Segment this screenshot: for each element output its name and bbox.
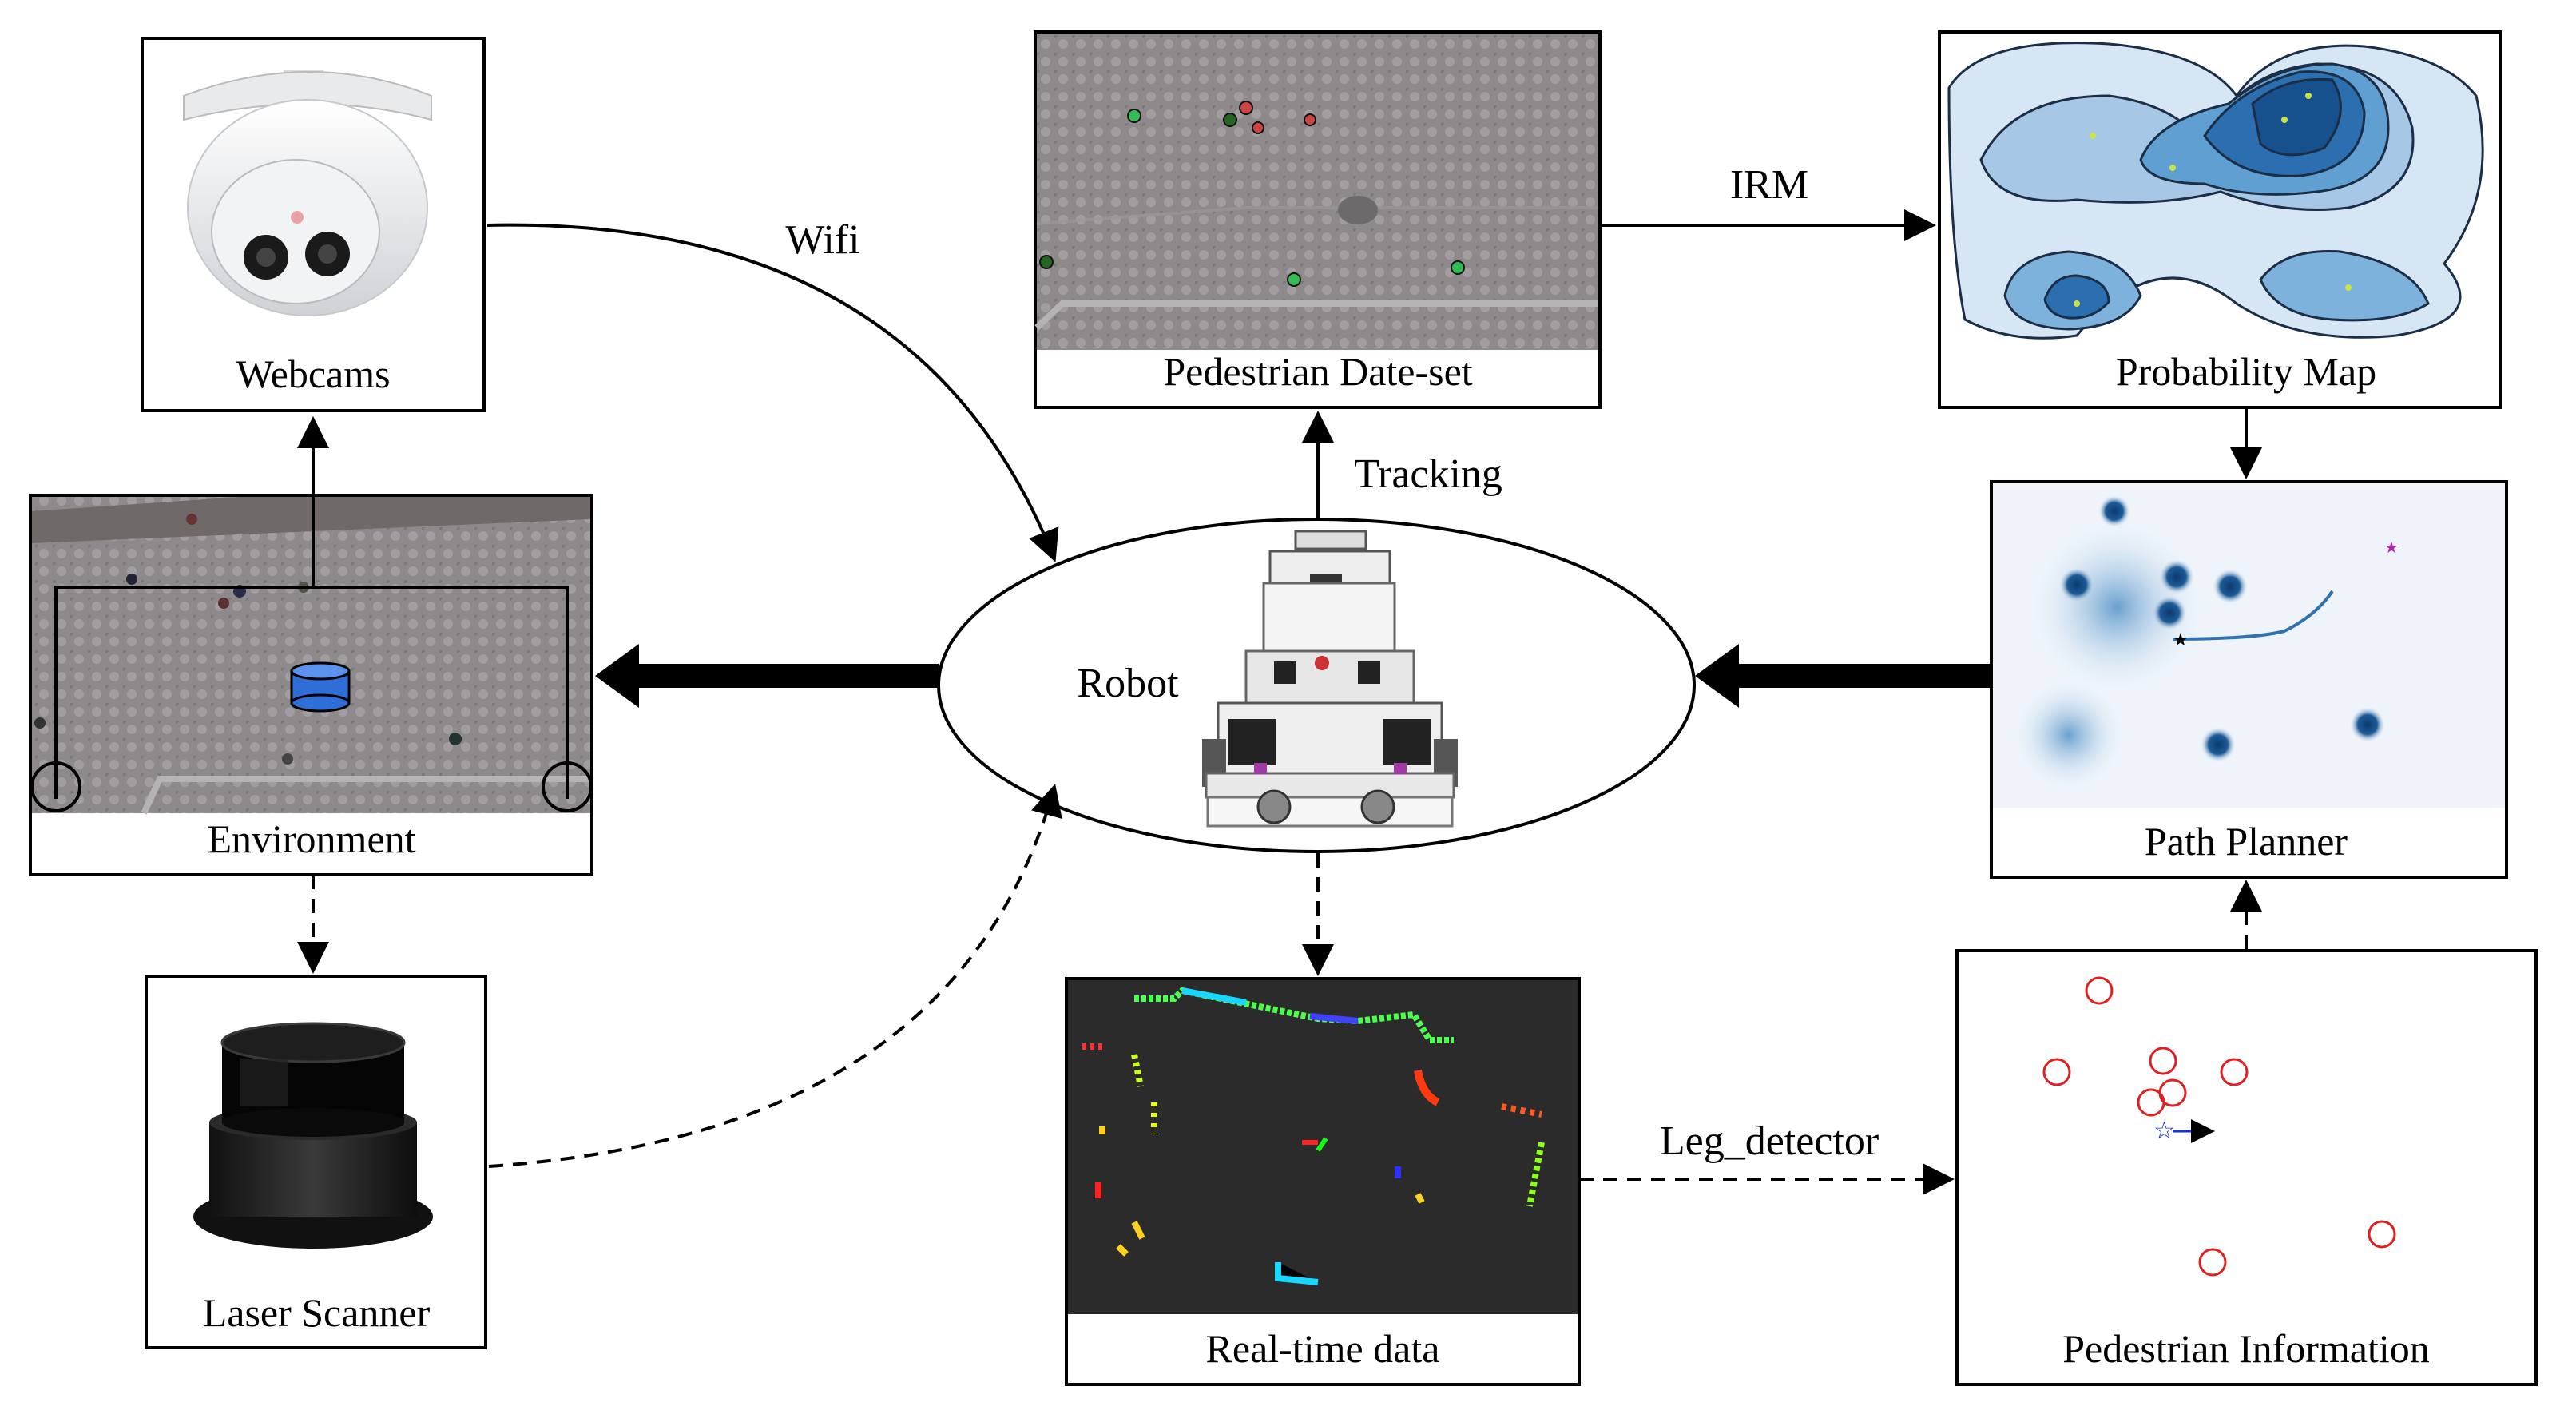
pedestrian-dataset-label: Pedestrian Date-set [1163, 349, 1472, 394]
probability-contours [1947, 42, 2484, 340]
environment-label: Environment [207, 816, 415, 861]
lidar-scan-points [1082, 987, 1545, 1285]
wifi-arrow [486, 223, 1059, 562]
mobile-robot-icon [1202, 530, 1458, 828]
laser-to-robot-arrow [488, 784, 1062, 1168]
laser-scanner-label: Laser Scanner [203, 1290, 431, 1335]
svg-text:★: ★ [2384, 538, 2399, 557]
environment-node: Environment [29, 494, 593, 876]
pedestrian-dataset-node: Pedestrian Date-set [1034, 30, 1602, 409]
svg-text:☆: ☆ [2153, 1117, 2175, 1145]
robot-pose-marker: ☆ [2153, 1117, 2215, 1145]
irm-label: IRM [1730, 162, 1808, 208]
svg-text:★: ★ [2173, 630, 2189, 650]
dome-camera-icon [183, 70, 432, 316]
robot-node: Robot [937, 518, 1696, 853]
path-planner-label: Path Planner [2145, 819, 2348, 864]
leg-detector-label: Leg_detector [1660, 1118, 1879, 1164]
laser-scanner-node: Laser Scanner [145, 975, 487, 1349]
path-planner-node: ★ ★ Path Planner [1990, 480, 2508, 879]
probability-map-node: Probability Map [1938, 30, 2502, 409]
lidar-scanner-icon [193, 1022, 433, 1249]
planner-cost-map: ★ ★ [2013, 495, 2399, 791]
robot-label: Robot [1077, 661, 1179, 706]
pedestrian-information-label: Pedestrian Information [2062, 1326, 2430, 1371]
realtime-data-label: Real-time data [1206, 1326, 1440, 1371]
planner-to-robot-arrow [1695, 644, 1993, 708]
cylinder-sensor-icon [290, 661, 351, 713]
robot-to-environment-arrow [595, 644, 939, 708]
pedestrian-figures [1039, 101, 1465, 287]
pedestrian-circles [2042, 976, 2396, 1277]
realtime-data-node: Real-time data [1065, 977, 1581, 1386]
probability-map-label: Probability Map [2116, 349, 2376, 394]
webcams-node: Webcams [141, 37, 486, 412]
wifi-label: Wifi [785, 217, 859, 263]
tracking-label: Tracking [1354, 451, 1502, 497]
pedestrian-information-node: ☆ Pedestrian Information [1955, 949, 2538, 1386]
webcams-label: Webcams [236, 352, 390, 396]
